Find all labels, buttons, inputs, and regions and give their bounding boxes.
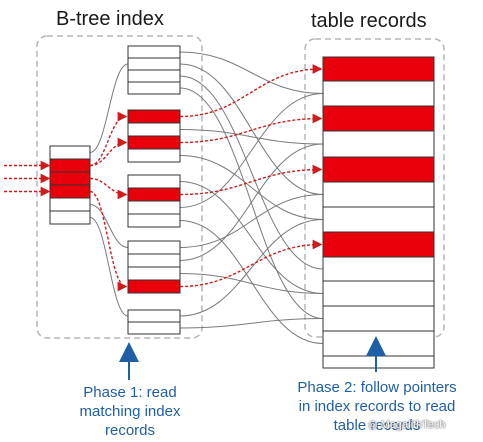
followed-record-pointer <box>179 164 323 196</box>
btree-index-heading: B-tree index <box>56 8 164 30</box>
index-to-record-pointer <box>179 155 324 220</box>
index-entry <box>49 210 91 225</box>
fetched-table-record <box>322 231 435 258</box>
matching-index-entry <box>49 171 91 186</box>
table-records <box>322 56 435 369</box>
index-to-record-pointer <box>179 87 324 319</box>
index-entry <box>127 240 181 255</box>
index-entry <box>127 122 181 137</box>
table-record <box>322 80 435 107</box>
index-entry <box>127 213 181 228</box>
root-to-leaf-pointer <box>89 190 128 292</box>
btree-leaf-node <box>127 109 181 163</box>
table-record <box>322 305 435 332</box>
btree-root-node <box>49 145 91 225</box>
matching-index-entry <box>49 158 91 173</box>
index-entry <box>127 69 181 83</box>
index-to-record-pointer <box>179 194 324 248</box>
table-record <box>322 181 435 208</box>
index-entry <box>127 266 181 281</box>
table-records-group <box>304 38 445 338</box>
watermark-icon: ◎ <box>368 419 381 431</box>
index-to-record-pointer <box>179 318 324 329</box>
matching-index-entry <box>127 279 181 294</box>
phase2-caption: Phase 2: follow pointers in index record… <box>297 379 457 434</box>
matching-index-entry <box>127 135 181 150</box>
followed-record-pointer <box>179 113 323 144</box>
btree-leaf-node <box>127 240 181 294</box>
index-entry <box>127 309 181 323</box>
index-entry <box>127 200 181 215</box>
index-entry <box>127 253 181 268</box>
btree-leaf-node <box>127 309 181 335</box>
table-record <box>322 256 435 282</box>
fetched-table-record <box>322 56 435 82</box>
matching-index-entry <box>127 187 181 202</box>
matching-index-entry <box>127 109 181 124</box>
btree-leaf-node <box>127 45 181 95</box>
unused-root-pointer <box>89 63 129 153</box>
followed-record-pointer <box>179 64 323 118</box>
index-to-record-pointer <box>179 143 324 261</box>
watermark: ◎ MegalithTech <box>368 418 445 431</box>
table-pointer-lines <box>89 51 324 344</box>
index-to-record-pointer <box>179 181 324 294</box>
unused-root-pointer <box>89 217 129 317</box>
btree-index-group <box>36 35 203 339</box>
index-entry <box>127 57 181 71</box>
index-entry <box>127 321 181 335</box>
table-records-heading: table records <box>311 10 427 32</box>
followed-record-pointer <box>179 239 323 288</box>
table-record <box>322 130 435 158</box>
unused-root-pointer <box>89 204 129 248</box>
btree-leaf-node <box>127 174 181 228</box>
root-to-leaf-pointer <box>89 137 128 167</box>
index-to-record-pointer <box>179 273 324 294</box>
index-to-record-pointer <box>179 93 324 208</box>
table-record <box>322 280 435 307</box>
table-record <box>322 330 435 357</box>
watermark-text: MegalithTech <box>380 419 446 431</box>
table-record <box>322 206 435 233</box>
index-entry <box>127 81 181 95</box>
index-entry <box>127 148 181 163</box>
index-entry <box>49 145 91 160</box>
index-to-record-pointer <box>179 220 324 344</box>
table-record <box>322 355 435 369</box>
index-to-record-pointer <box>179 63 324 195</box>
index-entry <box>49 197 91 212</box>
followed-pointer-arrows <box>4 64 323 292</box>
root-to-leaf-pointer <box>89 177 128 200</box>
index-to-record-pointer <box>179 219 324 317</box>
index-to-record-pointer <box>179 75 324 270</box>
record-boxes <box>49 45 435 369</box>
fetched-table-record <box>322 105 435 132</box>
index-entry <box>127 45 181 59</box>
phase1-caption: Phase 1: read matching index records <box>79 384 181 439</box>
index-to-record-pointer <box>179 51 324 94</box>
index-to-record-pointer <box>179 129 324 145</box>
matching-index-entry <box>49 184 91 199</box>
index-entry <box>127 174 181 189</box>
root-to-leaf-pointer <box>89 111 128 167</box>
fetched-table-record <box>322 156 435 183</box>
